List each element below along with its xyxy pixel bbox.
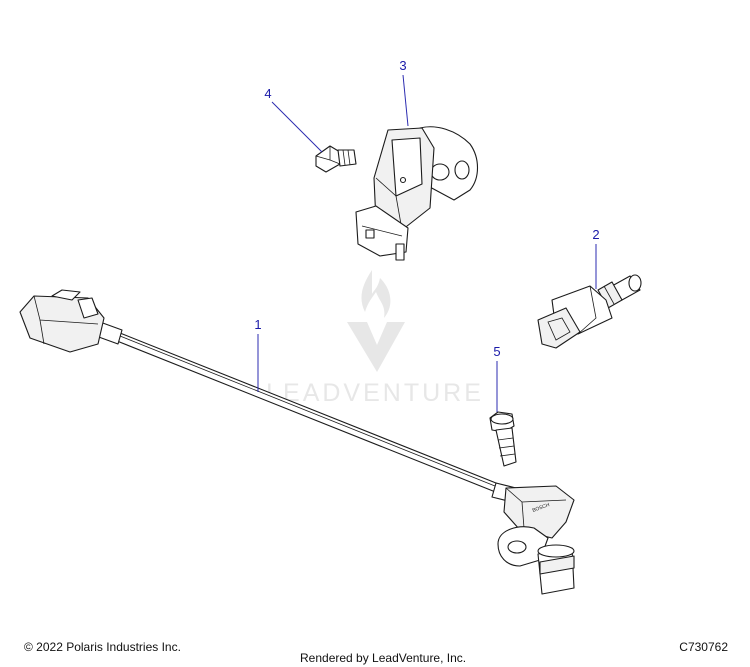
copyright-text: © 2022 Polaris Industries Inc. <box>24 640 181 654</box>
callout-4[interactable]: 4 <box>264 86 323 153</box>
callout-label-5: 5 <box>493 344 500 359</box>
callout-2[interactable]: 2 <box>592 227 600 289</box>
callout-label-1: 1 <box>254 317 261 332</box>
callout-3[interactable]: 3 <box>399 58 409 127</box>
callout-5[interactable]: 5 <box>493 344 501 412</box>
diagram-code: C730762 <box>679 640 728 654</box>
part-2-temperature-sensor[interactable] <box>537 274 642 349</box>
leader-line-4 <box>271 101 323 153</box>
watermark-v-icon <box>347 322 405 372</box>
callout-label-2: 2 <box>592 227 599 242</box>
callout-label-4: 4 <box>264 86 271 101</box>
watermark-text: LEADVENTURE <box>266 379 484 407</box>
part-1-crank-position-sensor[interactable]: BOSCH <box>19 289 575 595</box>
leader-line-3 <box>402 74 409 127</box>
part-3-pressure-sensor[interactable] <box>355 126 479 261</box>
watermark-flame-icon <box>361 270 391 318</box>
part-4-flange-bolt[interactable] <box>315 145 357 173</box>
callout-label-3: 3 <box>399 58 406 73</box>
part-5-flange-bolt[interactable] <box>489 411 517 467</box>
svg-text:BOSCH: BOSCH <box>532 502 551 514</box>
callout-1[interactable]: 1 <box>254 317 262 392</box>
leadventure-watermark: LEADVENTURE <box>266 270 484 407</box>
rendered-by-text: Rendered by LeadVenture, Inc. <box>300 651 467 665</box>
